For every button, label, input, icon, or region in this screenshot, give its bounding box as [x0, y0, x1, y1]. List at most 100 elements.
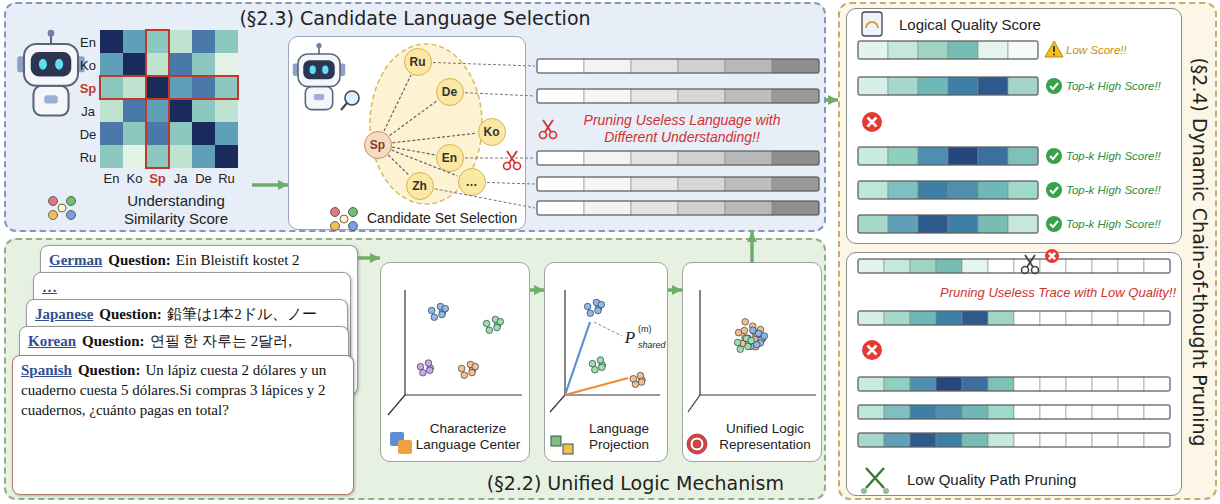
heatmap-region: Understanding Similarity Score — [12, 28, 252, 230]
axis-label: Ru — [75, 149, 101, 164]
projection-line — [594, 322, 622, 336]
target-icon — [693, 440, 701, 448]
score-cell — [1040, 405, 1066, 419]
score-cell — [988, 259, 1014, 273]
leader-line — [487, 182, 535, 184]
shears-icon — [883, 488, 889, 494]
scissors-icon — [1022, 267, 1029, 274]
heatmap-cell — [123, 53, 146, 76]
axis-label: Ru — [214, 171, 240, 186]
embedding-point — [469, 369, 476, 376]
language-code: En — [442, 151, 457, 165]
target-icon — [687, 434, 707, 454]
language-circle: En — [436, 144, 464, 172]
score-cell — [1066, 377, 1092, 391]
axis-label: De — [75, 126, 101, 141]
leader-line — [435, 189, 535, 208]
embedding-point — [458, 365, 465, 372]
embedding-point — [439, 309, 446, 316]
score-cell — [1066, 311, 1092, 325]
score-cell — [1092, 433, 1118, 447]
score-cell — [888, 147, 918, 165]
question-text: Japanese — [35, 306, 93, 322]
language-code: … — [466, 175, 478, 189]
target-icon — [690, 437, 704, 451]
score-cell — [988, 405, 1014, 419]
people-icon — [67, 211, 76, 220]
people-icon — [331, 222, 340, 231]
heatmap-cell — [123, 145, 146, 168]
people-icon — [67, 197, 76, 206]
score-cell — [936, 405, 962, 419]
axis-line — [700, 394, 816, 395]
score-cell — [1040, 259, 1066, 273]
heatmap-cell — [146, 122, 169, 145]
score-cell — [631, 201, 678, 215]
warning-icon — [1053, 46, 1055, 52]
robot-icon — [39, 59, 47, 70]
panel-title: (§2.3) Candidate Language Selection — [239, 7, 590, 29]
flow-arrow — [750, 232, 754, 262]
robot-icon — [48, 30, 55, 37]
people-icon — [58, 204, 66, 212]
clipboard-icon — [866, 22, 878, 28]
score-cell — [884, 259, 910, 273]
score-cell — [978, 181, 1008, 199]
embedding-point — [598, 301, 605, 308]
axis-line — [388, 395, 405, 415]
score-cell — [678, 177, 725, 191]
embedding-point — [740, 340, 747, 347]
score-bar — [858, 259, 1170, 273]
heatmap-cell — [215, 30, 238, 53]
embedding-point — [584, 303, 591, 310]
score-cell — [988, 377, 1014, 391]
check-icon — [1050, 221, 1058, 227]
people-icon — [49, 211, 58, 220]
projection-line — [565, 378, 628, 395]
score-cell — [1144, 259, 1170, 273]
annotation: shared — [638, 340, 678, 350]
embedding-point — [472, 363, 479, 370]
score-bar — [858, 433, 1170, 447]
score-bar — [858, 41, 1038, 59]
score-cell — [1092, 259, 1118, 273]
candidate-box: Candidate Set SelectionSpRuDeKoEnZh… — [288, 36, 526, 230]
score-cell — [1092, 405, 1118, 419]
score-bar — [858, 311, 1170, 325]
reject-icon — [862, 340, 882, 360]
box-label: Unified Logic Representation — [713, 421, 817, 453]
embedding-point — [753, 332, 760, 339]
scissors-icon — [1027, 255, 1035, 267]
reject-icon — [868, 346, 877, 355]
embedding-point — [752, 344, 759, 351]
scissors-icon — [545, 120, 553, 132]
process-box: Unified Logic Representation — [682, 262, 822, 462]
warning-icon — [1053, 54, 1055, 56]
question-text: Question: — [82, 333, 145, 349]
heatmap-cell — [192, 122, 215, 145]
question-text: 鉛筆は1本2ドル、ノー — [167, 306, 317, 322]
score-cell — [631, 59, 678, 73]
box-label: Language Projection — [575, 421, 663, 453]
embedding-point — [639, 377, 646, 384]
embedding-point — [753, 341, 760, 348]
annotation: Low Score!! — [1066, 44, 1178, 56]
score-cell — [910, 405, 936, 419]
language-code: Sp — [370, 138, 385, 152]
embedding-point — [595, 307, 602, 314]
embedding-point — [492, 316, 499, 323]
axis-line — [404, 290, 405, 395]
question-text: Korean — [28, 333, 76, 349]
embedding-point — [587, 310, 594, 317]
check-icon — [1046, 182, 1062, 198]
heatmap-cell — [169, 30, 192, 53]
robot-icon — [44, 95, 58, 103]
robot-icon — [24, 44, 78, 86]
heatmap-cell — [123, 99, 146, 122]
score-cell — [772, 201, 819, 215]
robot-icon — [314, 94, 325, 100]
scissors-icon — [550, 132, 557, 139]
score-cell — [1008, 147, 1038, 165]
score-cell — [948, 215, 978, 233]
score-cell — [678, 89, 725, 103]
